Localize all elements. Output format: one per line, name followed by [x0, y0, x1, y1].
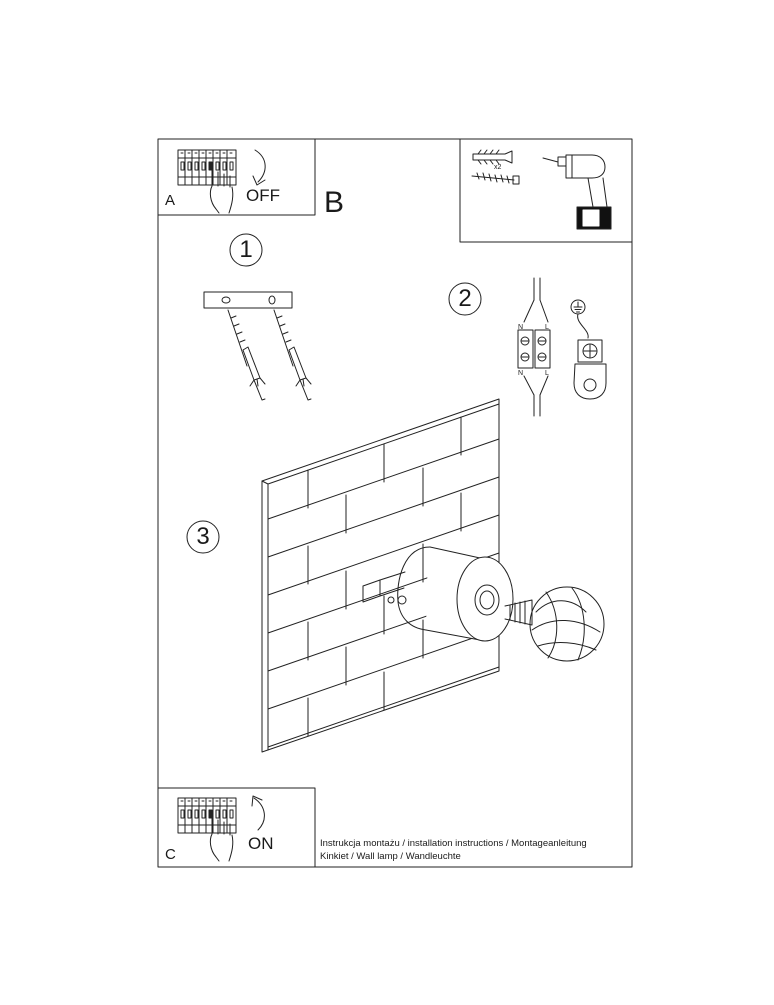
step-3-circle: [186, 520, 220, 554]
panel-a-letter: A: [165, 192, 176, 209]
outer-frame: [157, 138, 633, 868]
wall-plug-icon: [472, 149, 513, 165]
anchor-count-label: x2: [494, 164, 502, 171]
step-2-circle: [448, 282, 482, 316]
terminal-block-icon: [517, 277, 551, 417]
caption-line-2: Kinkiet / Wall lamp / Wandleuchte: [320, 851, 461, 862]
tools-panel-frame: [459, 138, 633, 243]
caption-line-1: Instrukcja montażu / installation instru…: [320, 838, 587, 849]
hand-icon-a: [209, 169, 234, 214]
panel-c-letter: C: [165, 846, 176, 863]
lamp-body-icon: [397, 546, 514, 642]
terminal-bottom-n-label: N: [518, 370, 524, 377]
screw-and-plug-icon-right: [273, 309, 312, 401]
bulb-icon: [504, 586, 605, 662]
panel-c-frame: [157, 787, 316, 868]
breaker-panel-icon-c: [177, 797, 237, 834]
off-label: OFF: [246, 186, 280, 205]
on-label: ON: [248, 834, 274, 853]
earth-terminal-icon: [573, 339, 607, 400]
mounting-plate-icon: [203, 291, 293, 309]
hand-icon-c: [209, 817, 234, 862]
breaker-panel-icon-a: [177, 149, 237, 186]
ground-symbol-icon: [570, 299, 589, 339]
panel-a-frame: [157, 138, 316, 216]
terminal-bottom-l-label: L: [545, 370, 549, 377]
step-1-number: 1: [239, 236, 253, 263]
curved-arrow-down-icon: [252, 149, 266, 186]
screw-icon: [471, 172, 520, 185]
step-2-number: 2: [458, 285, 472, 312]
brick-wall: [261, 398, 500, 753]
drill-icon: [542, 154, 612, 230]
terminal-top-n-label: N: [518, 324, 524, 331]
step-1-circle: [229, 233, 263, 267]
curved-arrow-up-icon: [251, 795, 265, 831]
step-3-number: 3: [196, 523, 210, 550]
terminal-top-l-label: L: [545, 324, 549, 331]
panel-b-letter: B: [324, 186, 345, 219]
screw-and-plug-icon-left: [227, 309, 266, 401]
